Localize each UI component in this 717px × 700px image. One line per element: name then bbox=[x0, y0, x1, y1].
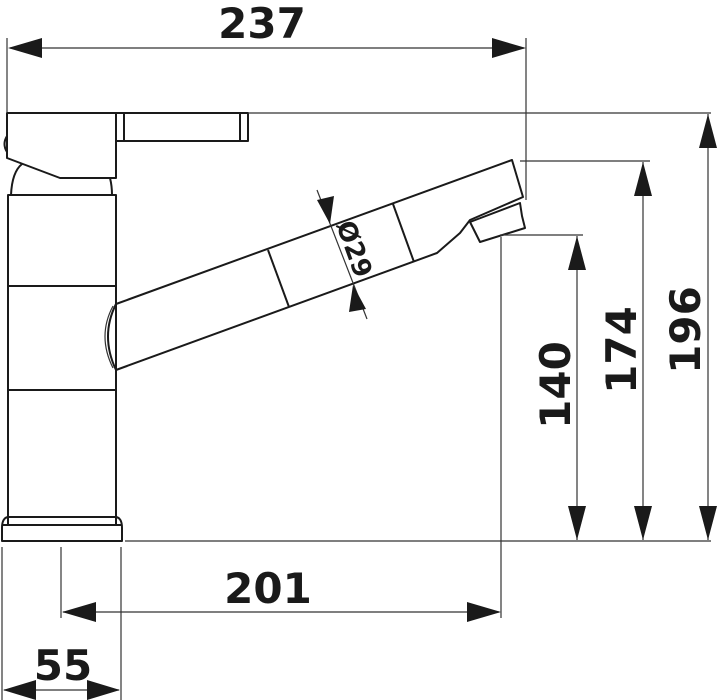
pull-out-spout bbox=[104, 159, 526, 371]
dim-label-174: 174 bbox=[597, 306, 646, 394]
dim-label-diameter-29: Ø29 bbox=[329, 217, 377, 282]
faucet-body bbox=[1, 112, 249, 542]
body-column bbox=[7, 194, 117, 526]
dimension-base-width: 55 bbox=[1, 547, 122, 700]
body-base bbox=[1, 516, 123, 542]
dimension-overall-reach: 237 bbox=[6, 0, 527, 200]
dimension-overall-height: 196 bbox=[661, 114, 717, 540]
dim-label-55: 55 bbox=[34, 641, 92, 690]
lever-handle bbox=[6, 112, 249, 179]
spout-segment-line bbox=[392, 203, 415, 263]
dimension-spout-top-height: 174 bbox=[597, 162, 652, 540]
dim-label-140: 140 bbox=[531, 341, 580, 429]
dim-label-201: 201 bbox=[224, 564, 312, 613]
handle-dome bbox=[10, 163, 113, 196]
dimension-spout-reach: 201 bbox=[60, 237, 502, 622]
dim-label-196: 196 bbox=[661, 286, 710, 374]
dimension-spout-diameter: Ø29 bbox=[316, 189, 378, 320]
dim-label-237: 237 bbox=[218, 0, 306, 48]
spout-tube bbox=[115, 159, 524, 371]
dimension-outlet-height: 140 bbox=[531, 236, 586, 540]
spout-segment-line bbox=[267, 249, 290, 308]
spray-head-nozzle bbox=[469, 202, 526, 243]
